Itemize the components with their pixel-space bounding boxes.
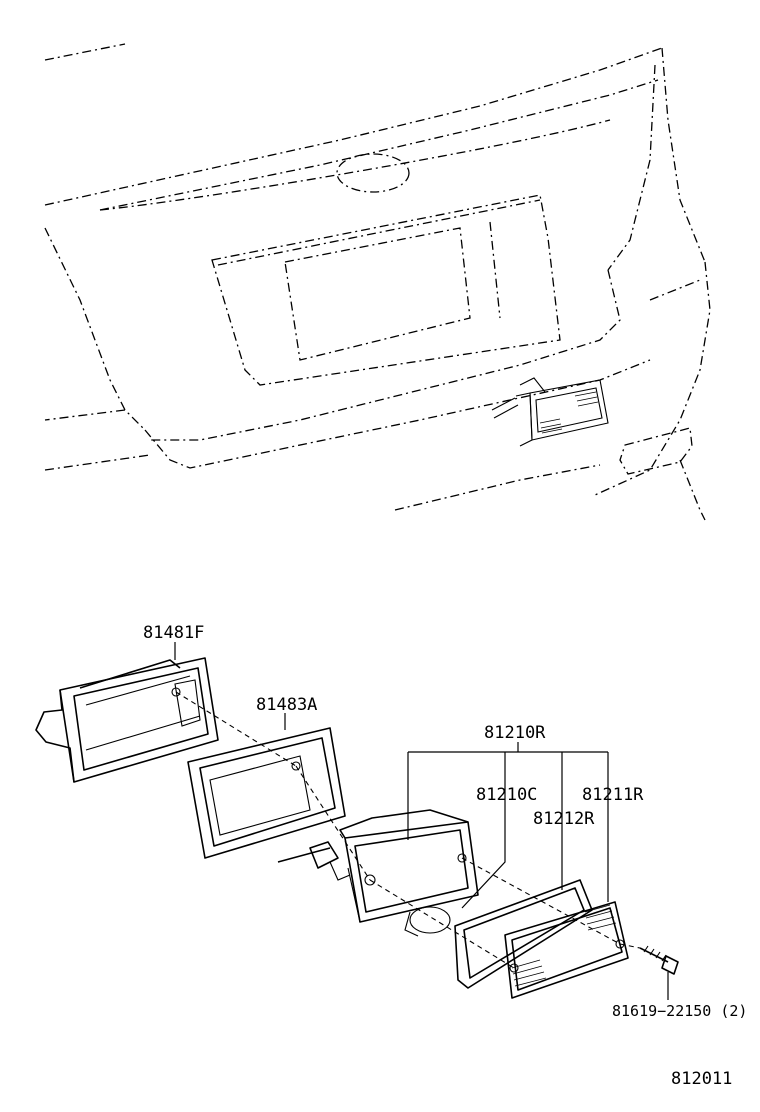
label-81211r: 81211R [582, 785, 644, 805]
part-81483a-gasket [187, 727, 346, 859]
part-81481f-housing [35, 657, 219, 783]
part-81211r-lens [504, 901, 629, 999]
figure-number: 812011 [671, 1069, 732, 1089]
label-81483a: 81483A [256, 695, 317, 715]
leader-lines [174, 642, 669, 1000]
part-81210c-body [277, 809, 479, 937]
label-81619-22150: 81619−22150 (2) [612, 1002, 747, 1020]
label-81210r: 81210R [484, 723, 546, 743]
part-81212r-gasket [454, 879, 593, 989]
label-81481f: 81481F [143, 623, 204, 643]
label-81212r: 81212R [533, 809, 595, 829]
label-81210c: 81210C [476, 785, 537, 805]
alignment-lines [175, 691, 641, 969]
vehicle-rear-phantom [44, 43, 711, 521]
part-81619-screw [639, 945, 679, 975]
